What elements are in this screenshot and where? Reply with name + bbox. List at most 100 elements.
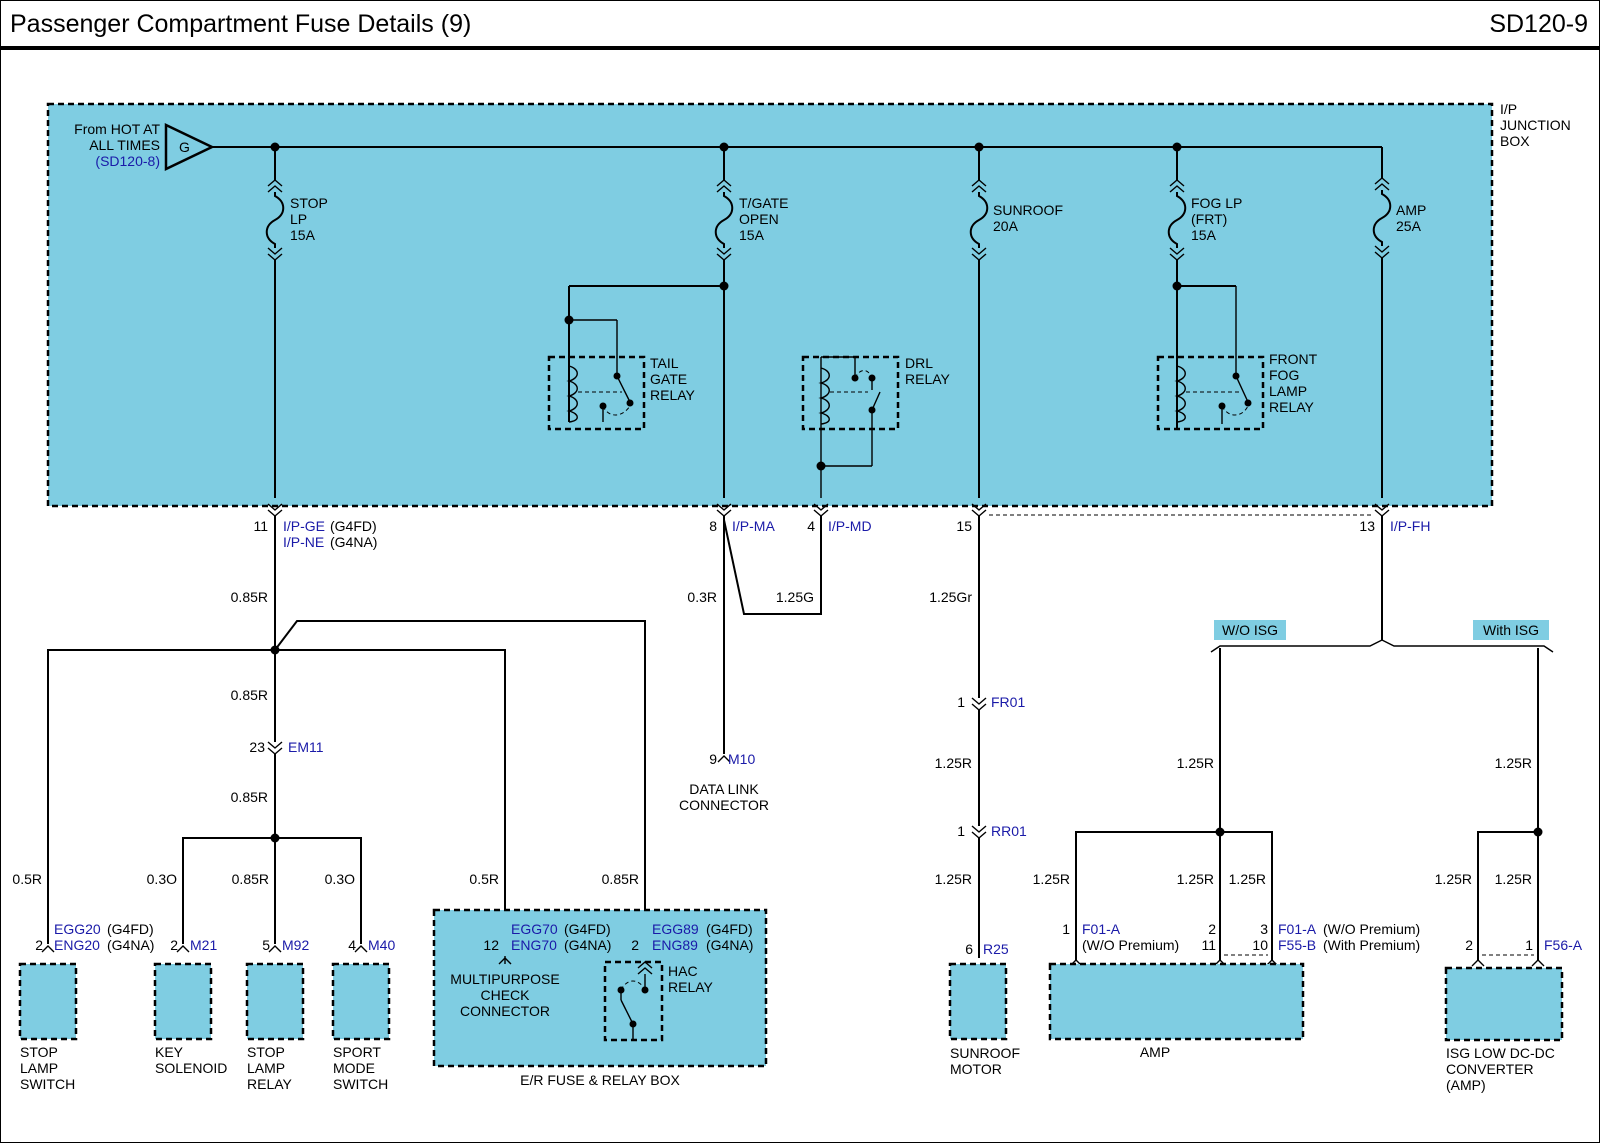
amp-ref1[interactable]: F01-A: [1082, 921, 1121, 937]
source-pin: G: [179, 139, 190, 155]
er-ref-a2[interactable]: ENG70: [511, 937, 557, 953]
wire-label-125r-a1: 1.25R: [1177, 755, 1214, 771]
sport-mode-switch-box[interactable]: [331, 962, 391, 1041]
key-solenoid-box[interactable]: [153, 962, 213, 1041]
conn-ipfh-pin: 13: [1359, 518, 1375, 534]
source-line-2: ALL TIMES: [89, 137, 160, 153]
conn-ipge-pin: 11: [253, 518, 268, 534]
wire-label-085r-d: 0.85R: [232, 871, 269, 887]
isg-pin2: 2: [1465, 937, 1473, 953]
source-triangle: [164, 123, 215, 171]
sls-ref1[interactable]: EGG20: [54, 921, 101, 937]
conn-ipge-var1: (G4FD): [330, 518, 377, 534]
sms-l1: SPORT: [333, 1044, 381, 1060]
conn-rr01-ref[interactable]: RR01: [991, 823, 1027, 839]
isg-ref[interactable]: F56-A: [1544, 937, 1583, 953]
sls-l2: LAMP: [20, 1060, 58, 1076]
amp-ref3a[interactable]: F01-A: [1278, 921, 1317, 937]
wire-label-125r-a3: 1.25R: [1177, 871, 1214, 887]
amp-box[interactable]: [1048, 962, 1305, 1041]
wire-label-05r-b: 0.5R: [469, 871, 499, 887]
amp-pin1: 1: [1062, 921, 1070, 937]
conn-ipge-ref1[interactable]: I/P-GE: [283, 518, 325, 534]
front-fog-lamp-relay: [1156, 285, 1265, 431]
conn-fr01-ref[interactable]: FR01: [991, 694, 1025, 710]
wire-label-03r: 0.3R: [687, 589, 717, 605]
slr-l3: RELAY: [247, 1076, 293, 1092]
source-ref[interactable]: (SD120-8): [95, 153, 160, 169]
conn-ipfh-ref[interactable]: I/P-FH: [1390, 518, 1430, 534]
wire-label-085r-c: 0.85R: [231, 789, 268, 805]
conn-rr01-chevron: [971, 825, 987, 839]
sunroof-motor-box[interactable]: [948, 962, 1008, 1041]
conn-m10-pin: 9: [709, 751, 717, 767]
m10-pin-stub: [717, 755, 731, 763]
amp-pin2b: 11: [1201, 937, 1216, 953]
er-ref-a1[interactable]: EGG70: [511, 921, 558, 937]
slr-ref[interactable]: M92: [282, 937, 309, 953]
wire-label-085r-b: 0.85R: [231, 687, 268, 703]
sls-l3: SWITCH: [20, 1076, 75, 1092]
stop-lamp-relay-box[interactable]: [245, 962, 305, 1041]
sunroof-motor-l1: SUNROOF: [950, 1045, 1020, 1061]
data-link-l1: DATA LINK: [689, 781, 759, 797]
conn-em11-chevron: [267, 741, 283, 755]
drl-relay-l2: RELAY: [905, 371, 951, 387]
conn-ipmd-ref[interactable]: I/P-MD: [828, 518, 872, 534]
page-header: Passenger Compartment Fuse Details (9) S…: [0, 0, 1600, 50]
conn-em11-ref[interactable]: EM11: [288, 739, 324, 755]
er-ref-b2[interactable]: ENG89: [652, 937, 698, 953]
isg-l1: ISG LOW DC-DC: [1446, 1045, 1555, 1061]
wire-amp-pin1: [1075, 831, 1220, 960]
sms-l2: MODE: [333, 1060, 375, 1076]
er-ref-b1[interactable]: EGG89: [652, 921, 699, 937]
with-isg-label: With ISG: [1483, 622, 1539, 638]
wo-isg-tag: [1214, 620, 1286, 640]
fuse-tgate-open: [714, 147, 734, 498]
wire-label-125r-i1: 1.25R: [1495, 755, 1532, 771]
wire-to-stop-lamp-switch: [47, 649, 275, 944]
isg-pin1-stub: [1531, 959, 1545, 967]
wire-ipma-ipmd-link: [723, 516, 822, 615]
er-var-a1: (G4FD): [564, 921, 611, 937]
sms-l3: SWITCH: [333, 1076, 388, 1092]
conn-rr01-pin: 1: [957, 823, 965, 839]
er-pin-b: 2: [631, 937, 639, 953]
conn-ipma-ref[interactable]: I/P-MA: [732, 518, 775, 534]
fuse-tgate-l1: T/GATE: [739, 195, 789, 211]
fuse-sunroof-l2: 20A: [993, 218, 1019, 234]
er-pin-a: 12: [483, 937, 499, 953]
conn-em11-pin: 23: [249, 739, 265, 755]
amp-ref3b[interactable]: F55-B: [1278, 937, 1316, 953]
page-title: Passenger Compartment Fuse Details (9): [10, 10, 472, 38]
isg-l2: CONVERTER: [1446, 1061, 1534, 1077]
wo-isg-label: W/O ISG: [1222, 622, 1278, 638]
wire-label-125r-sr2: 1.25R: [935, 871, 972, 887]
conn-ipge-ref2[interactable]: I/P-NE: [283, 534, 324, 550]
fuse-sunroof-l1: SUNROOF: [993, 202, 1063, 218]
ks-ref[interactable]: M21: [190, 937, 217, 953]
wire-label-125r-i3: 1.25R: [1495, 871, 1532, 887]
sls-ref2[interactable]: ENG20: [54, 937, 100, 953]
wire-label-03o-b: 0.3O: [325, 871, 355, 887]
wire-label-125gr: 1.25Gr: [929, 589, 972, 605]
isg-converter-box[interactable]: [1444, 966, 1564, 1042]
sls-var2: (G4NA): [107, 937, 154, 953]
conn-sunroof-pin: 15: [956, 518, 972, 534]
wire-label-125r-sr1: 1.25R: [935, 755, 972, 771]
er-fuse-relay-box: [432, 908, 768, 1068]
wire-to-hac: [274, 620, 646, 958]
sport-mode-pin-stub: [354, 945, 368, 953]
sms-ref[interactable]: M40: [368, 937, 395, 953]
sunroof-motor-ref[interactable]: R25: [983, 941, 1009, 957]
conn-m10-ref[interactable]: M10: [728, 751, 755, 767]
fuse-stop-l3: 15A: [290, 227, 316, 243]
stop-lamp-switch-box[interactable]: [18, 962, 78, 1041]
wire-label-125r-a4: 1.25R: [1229, 871, 1266, 887]
tailgate-relay: [547, 285, 724, 431]
ks-pin: 2: [170, 937, 178, 953]
tailgate-relay-l2: GATE: [650, 371, 687, 387]
fuse-stop-l2: LP: [290, 211, 307, 227]
conn-ipma-pin: 8: [709, 518, 717, 534]
wire-label-085r-a: 0.85R: [231, 589, 268, 605]
